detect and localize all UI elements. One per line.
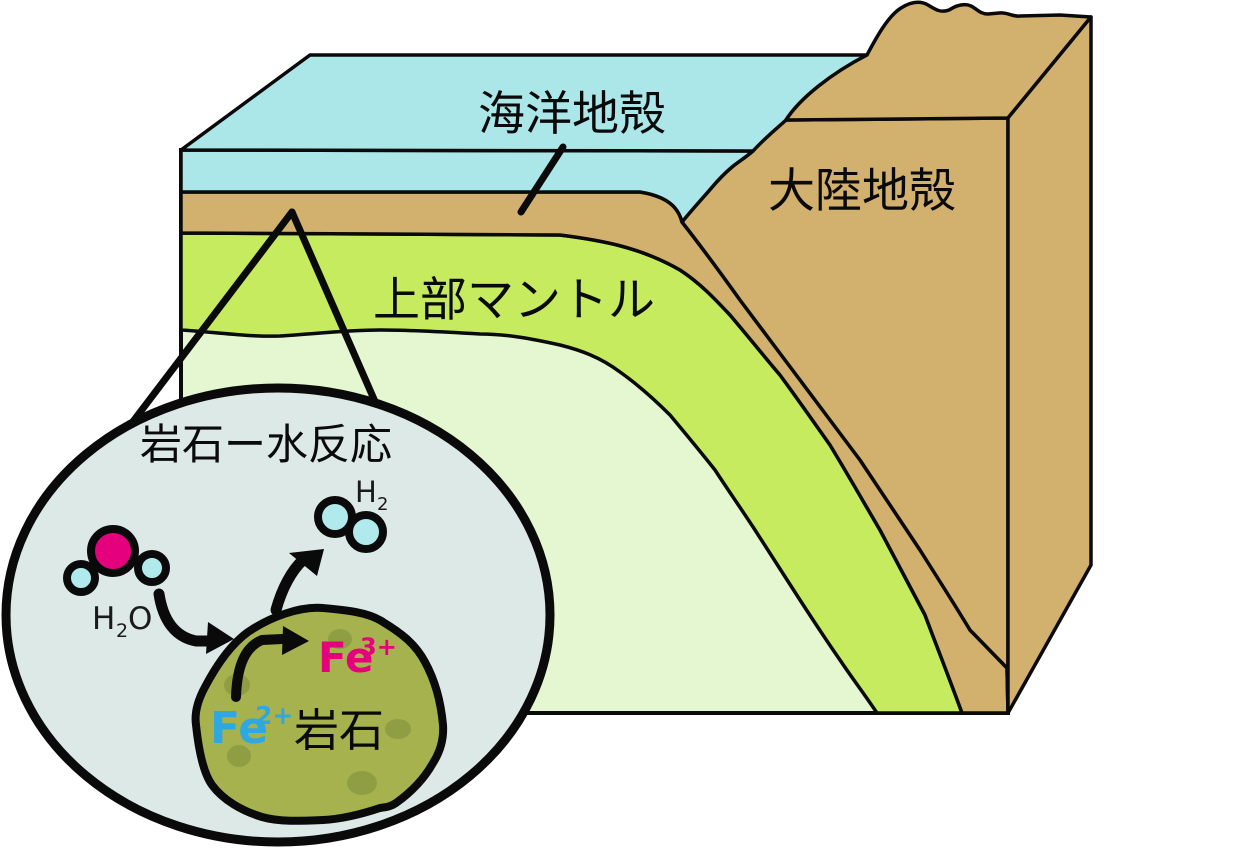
fe3-base: Fe bbox=[318, 633, 373, 682]
h2o-molecule bbox=[63, 525, 170, 596]
ocean-water-front bbox=[179, 148, 755, 224]
fe3-label: Fe 3+ bbox=[318, 633, 397, 682]
h2-label-sub: 2 bbox=[377, 494, 388, 515]
rock-label: 岩石 bbox=[294, 704, 384, 757]
hydrogen-atom bbox=[63, 560, 99, 596]
hydrogen-atom bbox=[345, 511, 387, 553]
ocean-crust-pointer-line bbox=[517, 143, 567, 216]
h2o-label: H 2 O bbox=[92, 601, 152, 642]
continental-crust-label: 大陸地殻 bbox=[768, 164, 956, 219]
fe2-to-fe3-arrow bbox=[231, 626, 309, 702]
ocean-crust-label: 海洋地殻 bbox=[478, 87, 666, 142]
fe2-base: Fe bbox=[210, 703, 268, 754]
oxygen-atom bbox=[87, 525, 139, 577]
rock-blob bbox=[191, 603, 448, 825]
rock-spot bbox=[227, 745, 251, 767]
rock-to-h2-arrow bbox=[270, 549, 324, 616]
h2-label-h: H bbox=[355, 475, 377, 509]
rock-spot bbox=[385, 719, 411, 739]
upper-mantle-label: 上部マントル bbox=[373, 273, 655, 328]
fe2-sup: 2+ bbox=[255, 701, 293, 730]
continental-crust-right-face bbox=[1006, 15, 1093, 715]
fe2-label: Fe 2+ bbox=[210, 701, 293, 754]
h2o-label-o: O bbox=[128, 601, 152, 637]
h2o-label-sub: 2 bbox=[116, 620, 128, 642]
h2-molecule bbox=[314, 496, 387, 553]
rock-spot bbox=[347, 771, 377, 795]
continental-crust-top bbox=[784, 0, 1093, 122]
h2o-to-rock-arrow bbox=[153, 588, 234, 654]
fe3-sup: 3+ bbox=[360, 633, 397, 661]
hydrogen-atom bbox=[134, 550, 170, 586]
inset-title: 岩石ー水反応 bbox=[140, 420, 392, 469]
h2-label: H 2 bbox=[355, 475, 388, 515]
h2o-label-h: H bbox=[92, 601, 115, 637]
rock-spots bbox=[224, 629, 411, 795]
rock-spot bbox=[328, 629, 352, 649]
